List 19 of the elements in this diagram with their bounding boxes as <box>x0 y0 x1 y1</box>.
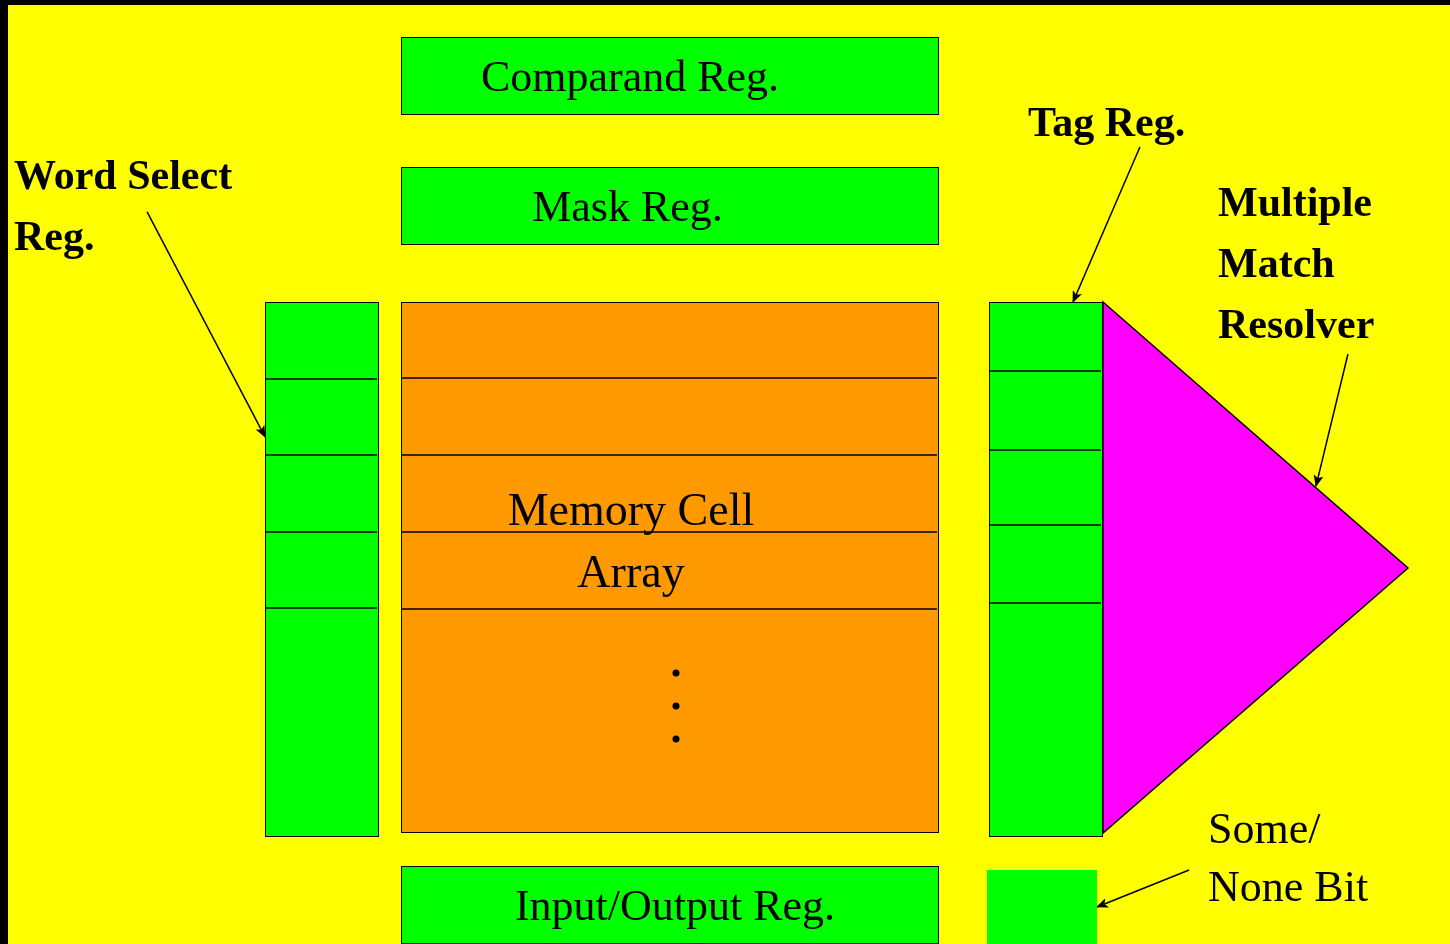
leader-arrow <box>146 211 266 438</box>
leader-arrow <box>1096 869 1190 908</box>
input-output-register <box>401 866 939 944</box>
label-text: Tag Reg. <box>1028 98 1187 147</box>
memory-cell-array <box>401 302 939 833</box>
label-text: Multiple Match Resolver <box>1218 178 1376 349</box>
word-select-register <box>265 302 379 837</box>
some-none-bit <box>987 870 1097 944</box>
label-text: Word Select Reg. <box>14 151 234 261</box>
register-name: Mask Reg. <box>532 180 723 232</box>
mask-register <box>401 167 939 245</box>
leader-arrow <box>1313 353 1349 488</box>
register-name: Comparand Reg. <box>480 50 780 102</box>
register-name: Input/Output Reg. <box>514 879 836 931</box>
label-text: Some/ None Bit <box>1208 803 1370 913</box>
comparand-register <box>401 37 939 115</box>
register-name: Memory Cell Array <box>506 483 756 599</box>
tag-register <box>989 302 1103 837</box>
leader-arrow <box>1072 146 1141 303</box>
